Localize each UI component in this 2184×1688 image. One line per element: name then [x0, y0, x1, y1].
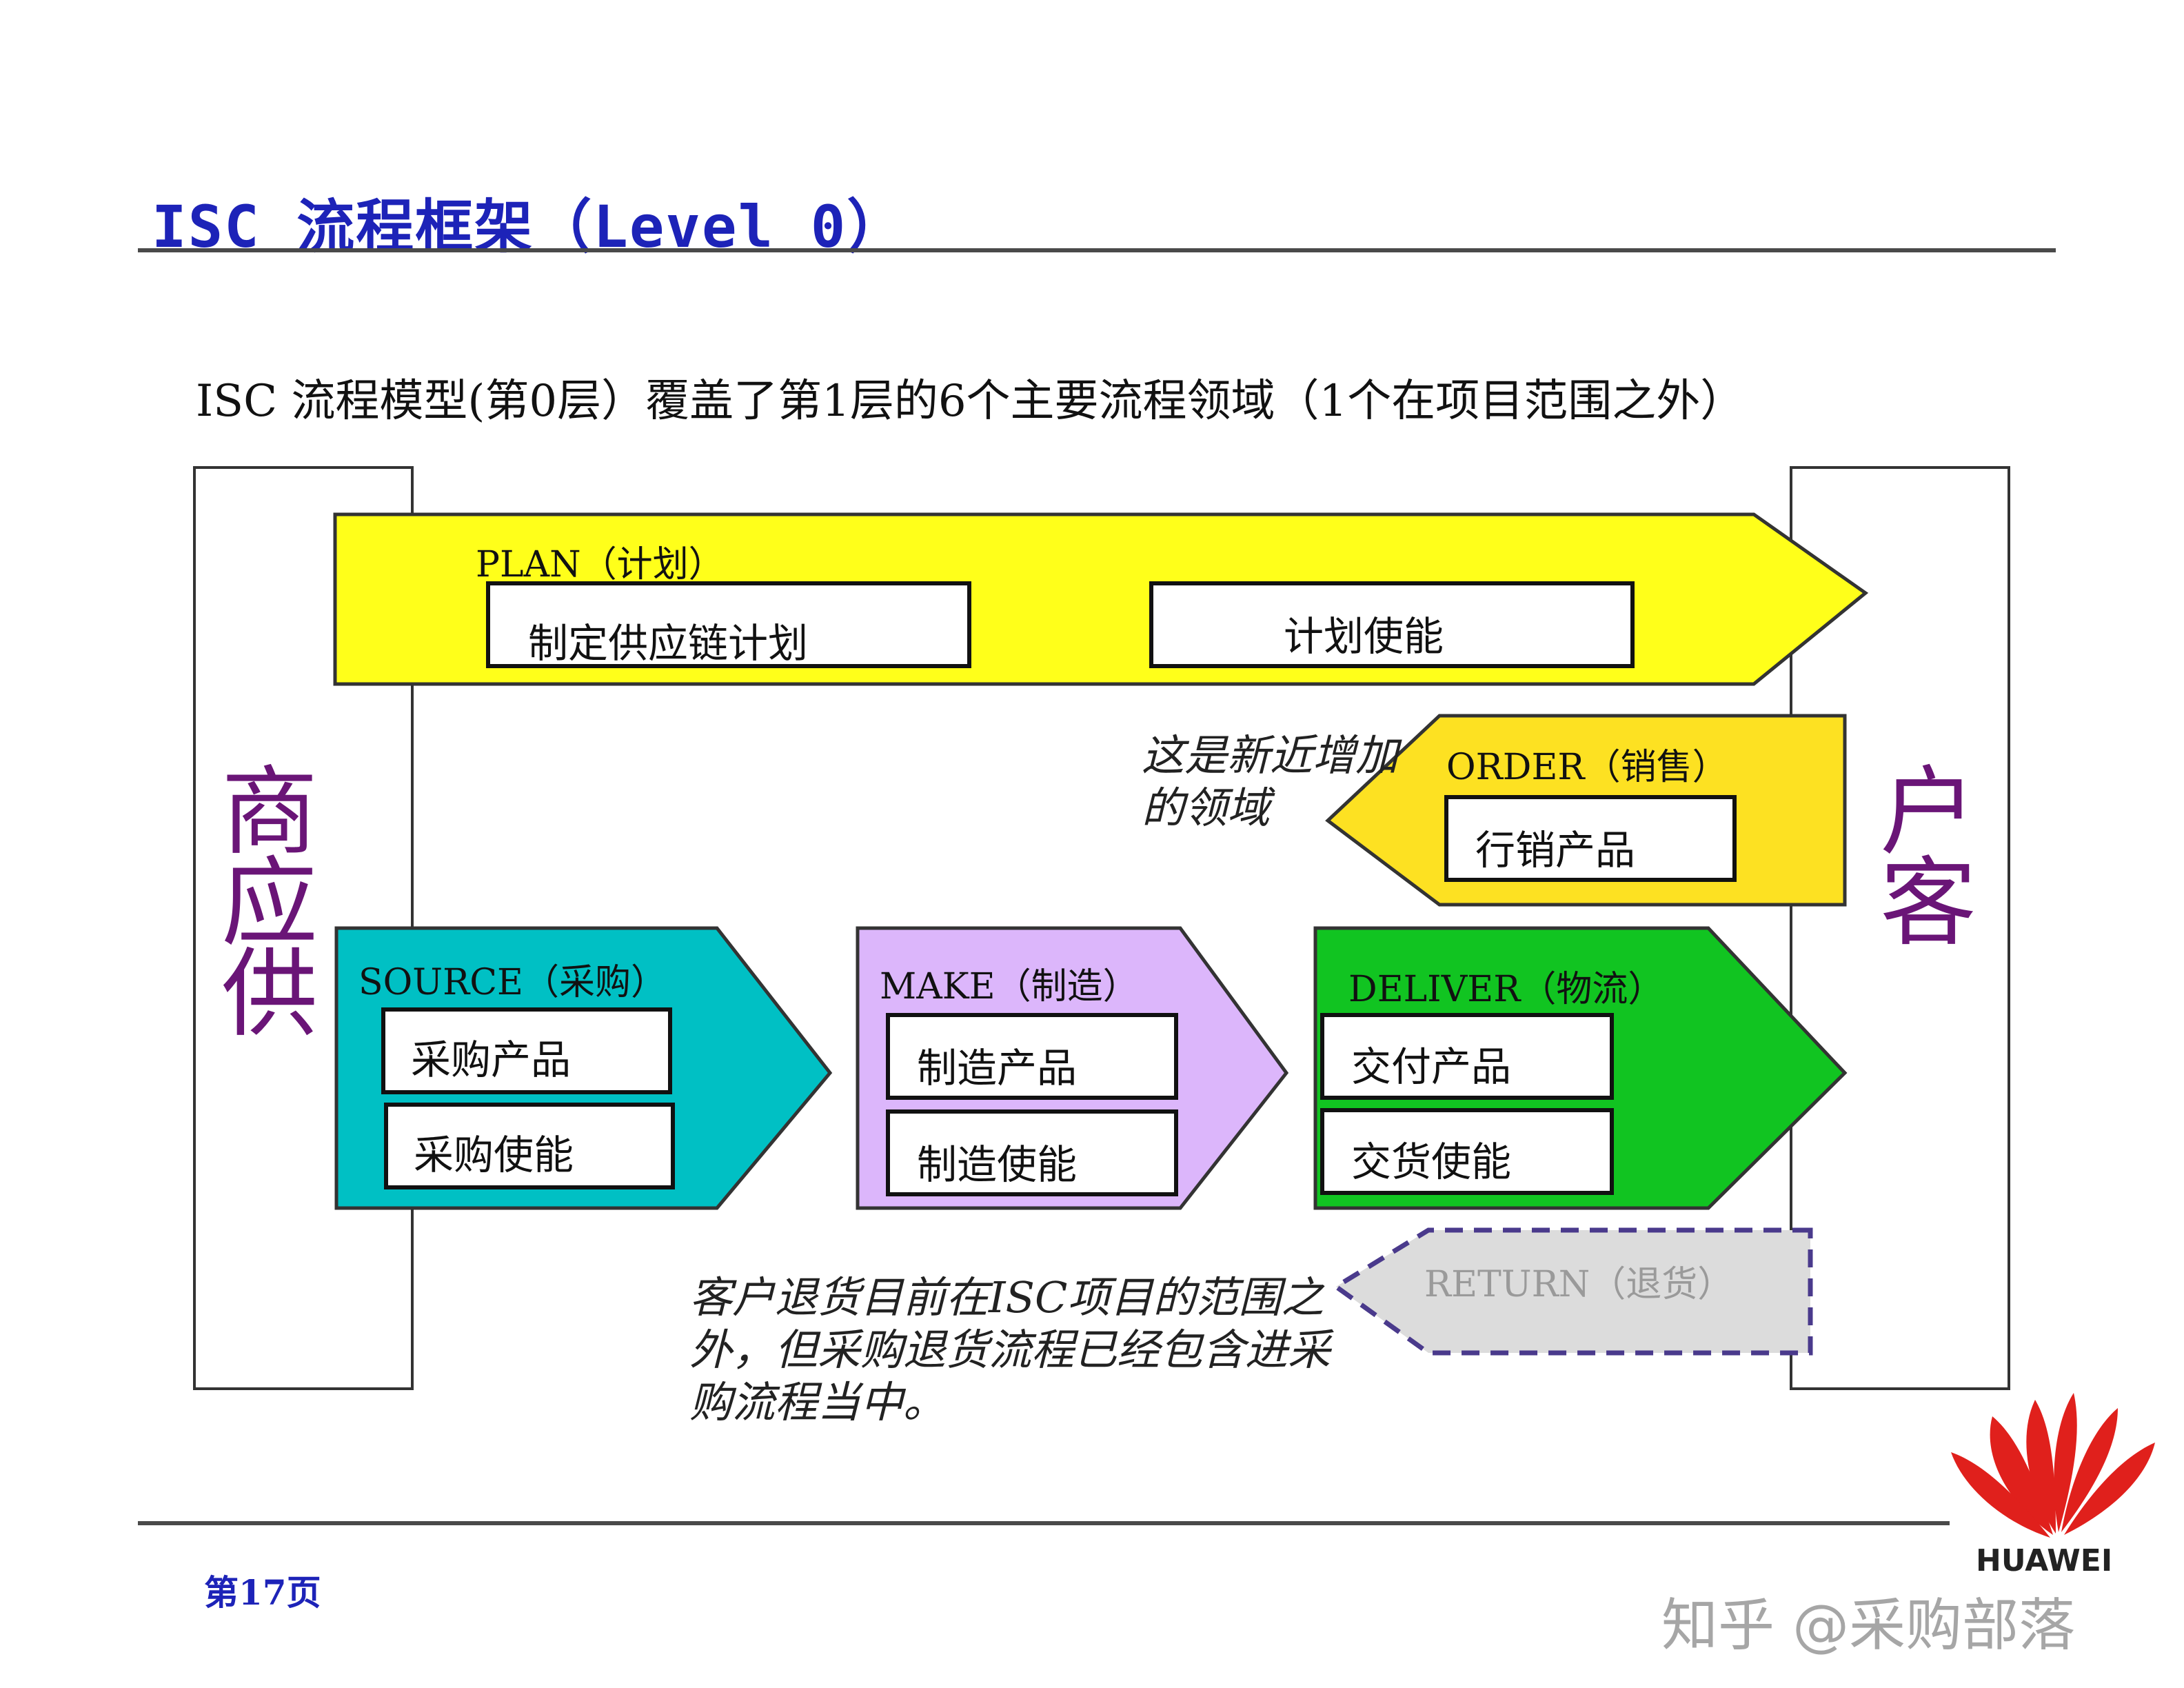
supplier-char-1: 商: [221, 756, 318, 869]
order-title: ORDER（销售）: [1446, 747, 1728, 788]
deliver-box-1-label: 交付产品: [1351, 1043, 1512, 1090]
deliver-box-2-label: 交货使能: [1351, 1138, 1512, 1185]
make-box-1: [886, 1013, 1178, 1100]
plan-box-2-label: 计划使能: [1284, 613, 1444, 660]
plan-box-2: [1149, 581, 1635, 668]
footer-line: [138, 1521, 1950, 1525]
customer-char-1: 户: [1879, 756, 1976, 869]
deliver-title: DELIVER（物流）: [1348, 969, 1664, 1010]
brand-name: HUAWEI: [1976, 1543, 2113, 1578]
source-title: SOURCE（采购）: [358, 962, 667, 1003]
return-note-line-1: 客户退货目前在ISC项目的范围之: [689, 1272, 1324, 1323]
source-box-1: [381, 1007, 672, 1094]
order-note-line-2: 的领域: [1142, 783, 1271, 833]
order-box-1-label: 行销产品: [1475, 827, 1636, 874]
source-box-1-label: 采购产品: [411, 1036, 572, 1083]
plan-box-1-label: 制定供应链计划: [528, 620, 809, 667]
huawei-logo: [1951, 1393, 2155, 1538]
plan-box-1: [486, 581, 971, 668]
title-underline: [138, 248, 2056, 252]
make-box-2: [886, 1109, 1178, 1196]
customer-char-2: 客: [1879, 847, 1976, 960]
make-box-1-label: 制造产品: [917, 1045, 1078, 1092]
return-note-line-2: 外，但采购退货流程已经包含进采: [689, 1325, 1331, 1375]
make-title: MAKE（制造）: [880, 966, 1139, 1007]
customer-frame: [1790, 466, 2010, 1390]
plan-title: PLAN（计划）: [476, 544, 725, 585]
deliver-box-2: [1320, 1108, 1614, 1195]
return-arrow: [1331, 1227, 1813, 1356]
source-box-2-label: 采购使能: [414, 1132, 574, 1178]
order-box-1: [1444, 795, 1737, 882]
supplier-char-3: 供: [221, 938, 318, 1051]
make-box-2-label: 制造使能: [917, 1141, 1078, 1188]
watermark-text: 知乎 @采购部落: [1661, 1593, 2076, 1658]
return-note-line-3: 购流程当中。: [689, 1377, 947, 1427]
return-title: RETURN（退货）: [1424, 1264, 1734, 1305]
order-note-line-1: 这是新近增加: [1142, 730, 1399, 781]
supplier-char-2: 应: [221, 847, 318, 960]
source-box-2: [384, 1103, 675, 1189]
subtitle: ISC 流程模型(第0层）覆盖了第1层的6个主要流程领域（1个在项目范围之外）: [196, 376, 1745, 427]
deliver-box-1: [1320, 1013, 1614, 1100]
page-number: 第17页: [204, 1572, 321, 1613]
